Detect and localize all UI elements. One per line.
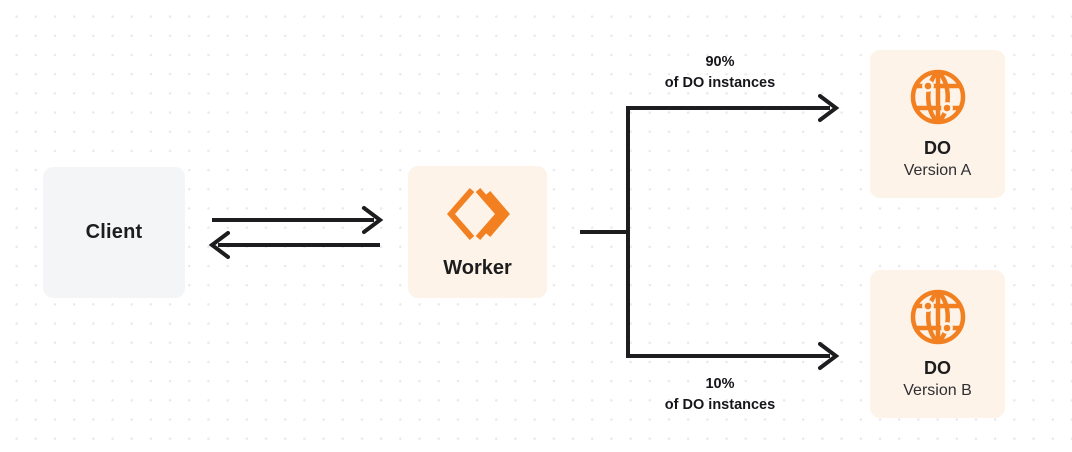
edge-worker-branch-bracket xyxy=(580,106,630,358)
node-do-b-subtitle: Version B xyxy=(903,381,972,399)
globe-icon xyxy=(909,288,967,346)
node-do-a-subtitle: Version A xyxy=(903,161,972,179)
edge-label-do-b-percent: 10% xyxy=(705,376,735,392)
cloudflare-workers-icon xyxy=(445,185,511,243)
node-worker-title: Worker xyxy=(443,257,512,279)
node-worker[interactable]: Worker xyxy=(408,166,547,298)
edge-label-do-a-caption: of DO instances xyxy=(664,75,776,92)
edge-client-to-worker xyxy=(212,206,384,234)
globe-icon xyxy=(909,68,967,126)
edge-worker-to-client xyxy=(208,231,380,259)
node-client[interactable]: Client xyxy=(43,167,185,298)
node-do-version-b[interactable]: DO Version B xyxy=(870,270,1005,418)
node-client-title: Client xyxy=(85,221,143,243)
edge-label-do-a-percent: 90% xyxy=(705,54,735,70)
node-do-a-title: DO xyxy=(924,138,951,158)
node-do-version-a[interactable]: DO Version A xyxy=(870,50,1005,198)
edge-label-do-a: 90% of DO instances xyxy=(612,52,828,94)
edge-label-do-b-caption: of DO instances xyxy=(664,397,776,414)
edge-worker-to-do-a xyxy=(626,94,840,122)
edge-label-do-b: 10% of DO instances xyxy=(612,374,828,416)
node-do-b-title: DO xyxy=(924,358,951,378)
edge-worker-to-do-b xyxy=(626,342,840,370)
